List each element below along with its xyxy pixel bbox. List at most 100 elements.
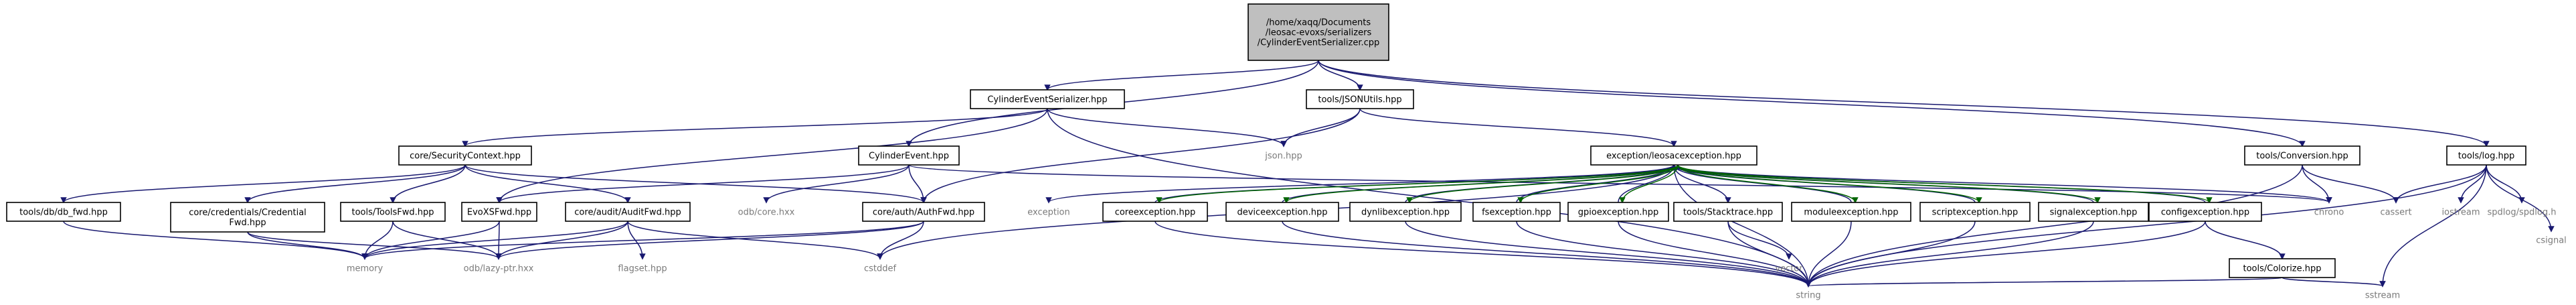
node-fsexc[interactable]: fsexception.hpp [1472,202,1561,222]
node-label: tools/Conversion.hpp [2256,151,2348,162]
node-dynlibexc[interactable]: dynlibexception.hpp [1349,202,1462,222]
edge-line [1318,60,2303,147]
node-label: spdlog/spdlog.h [2488,208,2557,218]
arrowhead-icon [496,197,503,204]
edge-ces_hpp-to-json [1047,108,1287,147]
node-box [1791,202,1911,222]
edge-line [2382,164,2487,287]
node-label: chrono [2314,208,2344,218]
node-log[interactable]: tools/log.hpp [2446,145,2526,166]
node-label: tools/Colorize.hpp [2243,264,2321,274]
edge-line [364,221,924,259]
node-configexc[interactable]: configexception.hpp [2148,202,2262,222]
node-label: tools/log.hpp [2458,151,2514,162]
node-leosacexc[interactable]: exception/leosacexception.hpp [1590,145,1757,166]
edge-line [364,221,500,259]
node-jsonutils[interactable]: tools/JSONUtils.hpp [1306,89,1414,109]
arrowhead-icon [2279,253,2286,260]
node-label: tools/ToolsFwd.hpp [351,208,434,218]
node-box [461,202,537,222]
node-evoxsfwd[interactable]: EvoXSFwd.hpp [461,202,537,222]
node-label: tools/JSONUtils.hpp [1318,95,1401,105]
edge-line [1677,164,2210,203]
node-scriptexc[interactable]: scriptexception.hpp [1919,202,2031,222]
node-cassert: cassert [2380,208,2411,218]
edge-colorize-to-sstream [2282,277,2386,288]
node-stacktrace[interactable]: tools/Stacktrace.hpp [1673,202,1783,222]
arrowhead-icon [2299,141,2306,147]
edge-line [923,108,1361,203]
arrowhead-icon [2379,281,2386,288]
node-label: moduleexception.hpp [1804,208,1898,218]
node-memory: memory [347,264,383,274]
node-box [1248,3,1389,61]
node-colorize[interactable]: tools/Colorize.hpp [2229,258,2336,278]
node-label: CylinderEvent.hpp [869,151,949,162]
node-toolsfwd[interactable]: tools/ToolsFwd.hpp [340,202,446,222]
node-signalexc[interactable]: signalexception.hpp [2038,202,2149,222]
edge-leosacexc-to-chrono [1673,164,2332,204]
node-secctx[interactable]: core/SecurityContext.hpp [398,145,532,166]
edge-line [1283,108,1361,147]
node-label: core/credentials/Credential [189,208,307,218]
arrowhead-icon [361,253,368,260]
node-label: /CylinderEventSerializer.cpp [1258,38,1380,48]
node-box [2244,145,2360,166]
node-ces_hpp[interactable]: CylinderEventSerializer.hpp [970,89,1125,109]
node-label: /home/xaqq/Documents [1266,18,1371,28]
node-string: string [1796,291,1820,301]
edge-line [908,164,2330,203]
edge-line [1727,221,1790,259]
edge-secctx-to-credfwd [244,164,466,204]
arrowhead-icon [906,141,912,147]
edge-line [1673,164,1809,287]
node-lazyptr: odb/lazy-ptr.hxx [464,264,534,274]
edge-ces_hpp-to-secctx [462,108,1048,147]
node-coreexc[interactable]: coreexception.hpp [1102,202,1208,222]
arrowhead-icon [2326,197,2332,204]
edge-root-to-log [1318,60,2490,147]
node-label: odb/lazy-ptr.hxx [464,264,534,274]
arrowhead-icon [1725,197,1731,204]
node-box [1225,202,1339,222]
edge-cylevent-to-evoxsfwd [496,164,910,204]
edge-leosacexc-to-signalexc [1677,164,2101,204]
node-auditfwd[interactable]: core/audit/AuditFwd.hpp [565,202,691,222]
node-box [340,202,446,222]
arrowhead-icon [1976,197,1982,204]
edge-authfwd-to-memory [361,221,924,260]
edge-log-to-csignal [2486,164,2555,233]
edge-line [1405,221,1809,287]
edge-leosacexc-to-coreexc [1156,164,1679,204]
node-dbfwd[interactable]: tools/db/db_fwd.hpp [6,202,121,222]
edge-line [2486,164,2522,203]
node-label: cstddef [864,264,897,274]
node-conversion[interactable]: tools/Conversion.hpp [2244,145,2360,166]
node-label: gpioexception.hpp [1578,208,1658,218]
edge-toolsfwd-to-lazyptr [392,221,502,260]
edge-line [627,221,881,259]
edge-line [1047,60,1319,90]
node-deviceexc[interactable]: deviceexception.hpp [1225,202,1339,222]
node-label: iostream [2441,208,2480,218]
edge-root-to-conversion [1318,60,2306,147]
node-moduleexc[interactable]: moduleexception.hpp [1791,202,1911,222]
node-box [565,202,691,222]
edge-line [1520,164,1679,203]
node-gpioexc[interactable]: gpioexception.hpp [1567,202,1669,222]
node-authfwd[interactable]: core/auth/AuthFwd.hpp [862,202,985,222]
arrowhead-icon [60,197,67,204]
edge-credfwd-to-memory [247,231,368,260]
node-label: core/auth/AuthFwd.hpp [873,208,974,218]
node-cylevent[interactable]: CylinderEvent.hpp [858,145,960,166]
arrowhead-icon [1852,197,1859,204]
node-spdlog: spdlog/spdlog.h [2488,208,2557,218]
edge-secctx-to-toolsfwd [390,164,466,204]
node-label: memory [347,264,383,274]
node-label: odb/core.hxx [738,208,795,218]
arrowhead-icon [462,141,468,147]
node-box [1349,202,1462,222]
arrowhead-icon [639,253,646,260]
